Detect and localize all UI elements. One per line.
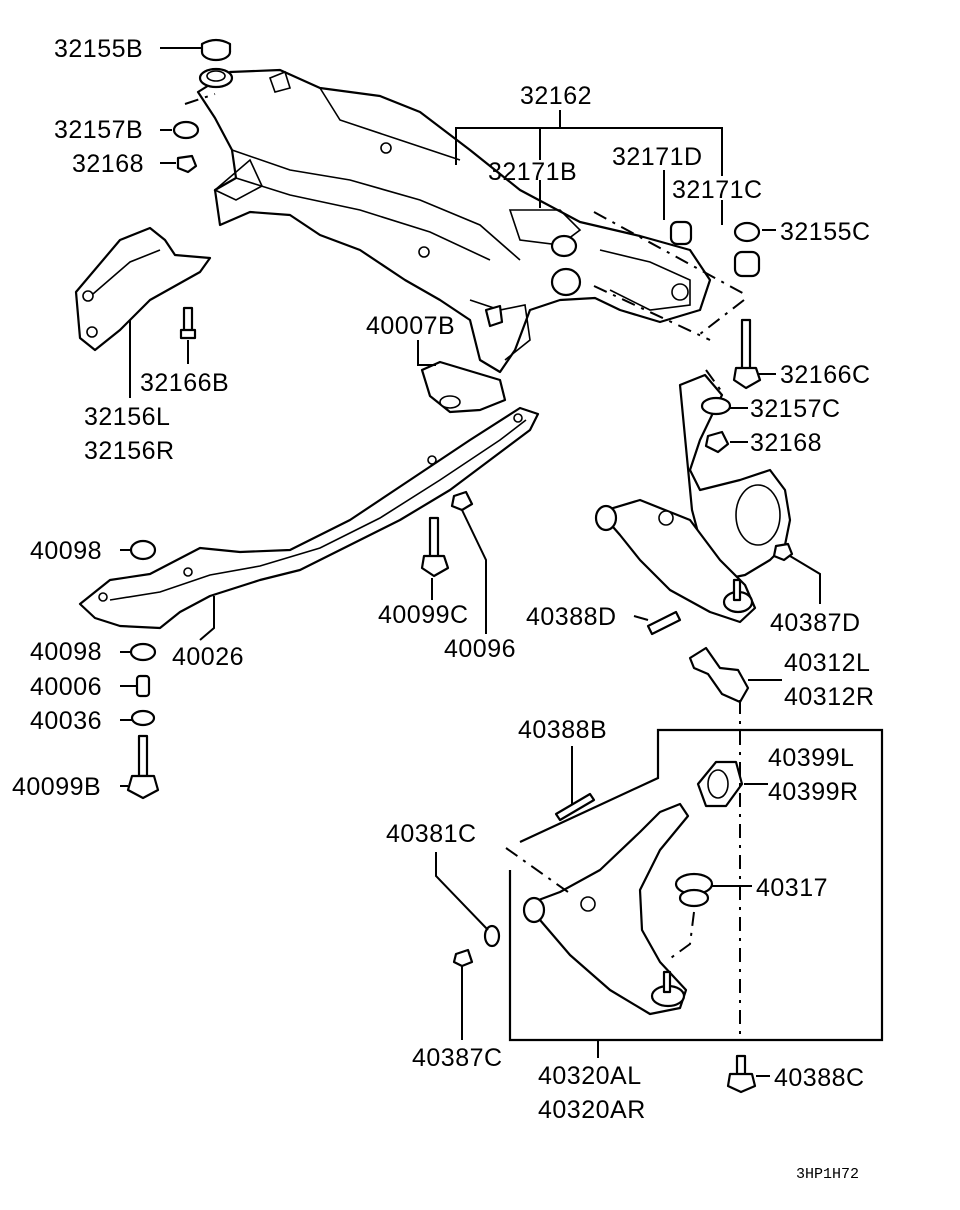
part-labels: 32155B 32157B 32168 32162 32171B 32171D …: [12, 35, 875, 1183]
diagram-code: 3HP1H72: [796, 1166, 859, 1183]
label-32171C: 32171C: [672, 176, 763, 204]
label-40320AL: 40320AL: [538, 1062, 642, 1090]
washer-40381C: [483, 924, 501, 948]
lower-arm-40320: [522, 802, 690, 1016]
label-40388C: 40388C: [774, 1064, 865, 1092]
steering-knuckle: [678, 373, 792, 582]
bushing-32155C: [733, 221, 761, 243]
bushing-40399: [696, 760, 744, 808]
label-40399R: 40399R: [768, 778, 859, 806]
bolt-32166B: [179, 306, 197, 340]
label-40312R: 40312R: [784, 683, 875, 711]
label-40099B: 40099B: [12, 773, 101, 801]
label-32168-left: 32168: [72, 150, 144, 178]
bushing-32171B: [550, 234, 582, 297]
label-32168-right: 32168: [750, 429, 822, 457]
bolt-40099B: [126, 734, 160, 800]
bushing-40317: [674, 872, 714, 908]
label-40026: 40026: [172, 643, 244, 671]
label-40399L: 40399L: [768, 744, 854, 772]
nut-40387C: [452, 948, 474, 968]
label-32171D: 32171D: [612, 143, 703, 171]
washer-40036: [130, 709, 156, 727]
bushing-on-crossmember-left: [198, 67, 234, 89]
label-40312L: 40312L: [784, 649, 870, 677]
label-40381C: 40381C: [386, 820, 477, 848]
label-32162: 32162: [520, 82, 592, 110]
label-40098-lower: 40098: [30, 638, 102, 666]
label-32155B: 32155B: [54, 35, 143, 63]
nut-40096: [450, 490, 474, 512]
label-40388D: 40388D: [526, 603, 617, 631]
label-32157C: 32157C: [750, 395, 841, 423]
label-32166C: 32166C: [780, 361, 871, 389]
label-32157B: 32157B: [54, 116, 143, 144]
label-32156R: 32156R: [84, 437, 175, 465]
label-32155C: 32155C: [780, 218, 871, 246]
leader-lines: [120, 47, 821, 1077]
bushing-32155B: [200, 38, 232, 62]
label-40317: 40317: [756, 874, 828, 902]
label-40387D: 40387D: [770, 609, 861, 637]
label-32166B: 32166B: [140, 369, 229, 397]
plate-32156: [74, 226, 212, 352]
bushing-32171C: [733, 250, 761, 278]
label-40099C: 40099C: [378, 601, 469, 629]
label-40098-upper: 40098: [30, 537, 102, 565]
alignment-lines: [184, 93, 749, 1040]
washer-32157B: [172, 120, 200, 140]
bushing-40098-lower: [129, 642, 157, 662]
bolt-32166C: [732, 318, 762, 390]
washer-32157C: [700, 396, 732, 416]
label-40007B: 40007B: [366, 312, 455, 340]
bolt-40388D: [646, 610, 682, 636]
label-40036: 40036: [30, 707, 102, 735]
bracket-40007B: [420, 304, 507, 414]
rear-member-40026: [78, 406, 540, 630]
bolt-40388B: [554, 792, 596, 822]
bushing-32171D: [669, 220, 693, 246]
nut-32168-right: [704, 430, 730, 454]
nut-32168-left: [176, 154, 198, 174]
label-40387C: 40387C: [412, 1044, 503, 1072]
label-40096: 40096: [444, 635, 516, 663]
label-32171B: 32171B: [488, 158, 577, 186]
collar-40006: [135, 674, 151, 698]
front-crossmember: [196, 68, 712, 374]
assembly-frame: [508, 728, 884, 1042]
bushing-40098-upper: [129, 539, 157, 561]
bolt-40099C: [420, 516, 450, 578]
label-32156L: 32156L: [84, 403, 170, 431]
bolt-40388C: [726, 1054, 757, 1094]
nut-40387D: [772, 542, 794, 562]
lower-arm-assembly-top: [594, 498, 757, 624]
clamp-40312: [688, 646, 750, 704]
label-40320AR: 40320AR: [538, 1096, 646, 1124]
label-40006: 40006: [30, 673, 102, 701]
label-40388B: 40388B: [518, 716, 607, 744]
